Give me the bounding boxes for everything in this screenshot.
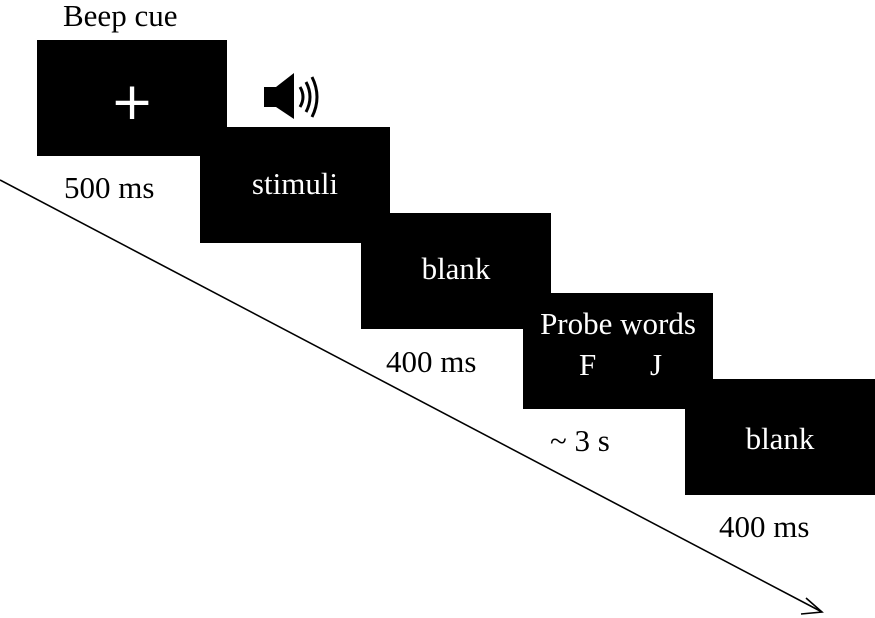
- beep-cue-label: Beep cue: [63, 0, 178, 33]
- duration-blank-2: 400 ms: [719, 509, 810, 544]
- blank-screen-2: blank: [685, 379, 875, 495]
- blank-label-2: blank: [745, 421, 815, 456]
- fixation-screen: +: [37, 40, 227, 156]
- probe-key-j: J: [650, 347, 663, 382]
- probe-key-f: F: [579, 347, 597, 382]
- probe-screen: Probe words F J: [523, 293, 713, 409]
- blank-screen-1: blank: [361, 213, 551, 329]
- blank-label-1: blank: [421, 251, 491, 286]
- probe-label: Probe words: [540, 306, 696, 341]
- duration-probe: ~ 3 s: [550, 423, 610, 458]
- duration-fixation: 500 ms: [64, 170, 155, 205]
- fixation-cross: +: [110, 72, 154, 132]
- duration-blank-1: 400 ms: [386, 344, 477, 379]
- stimuli-screen: stimuli: [200, 127, 390, 243]
- stimuli-label: stimuli: [251, 166, 339, 201]
